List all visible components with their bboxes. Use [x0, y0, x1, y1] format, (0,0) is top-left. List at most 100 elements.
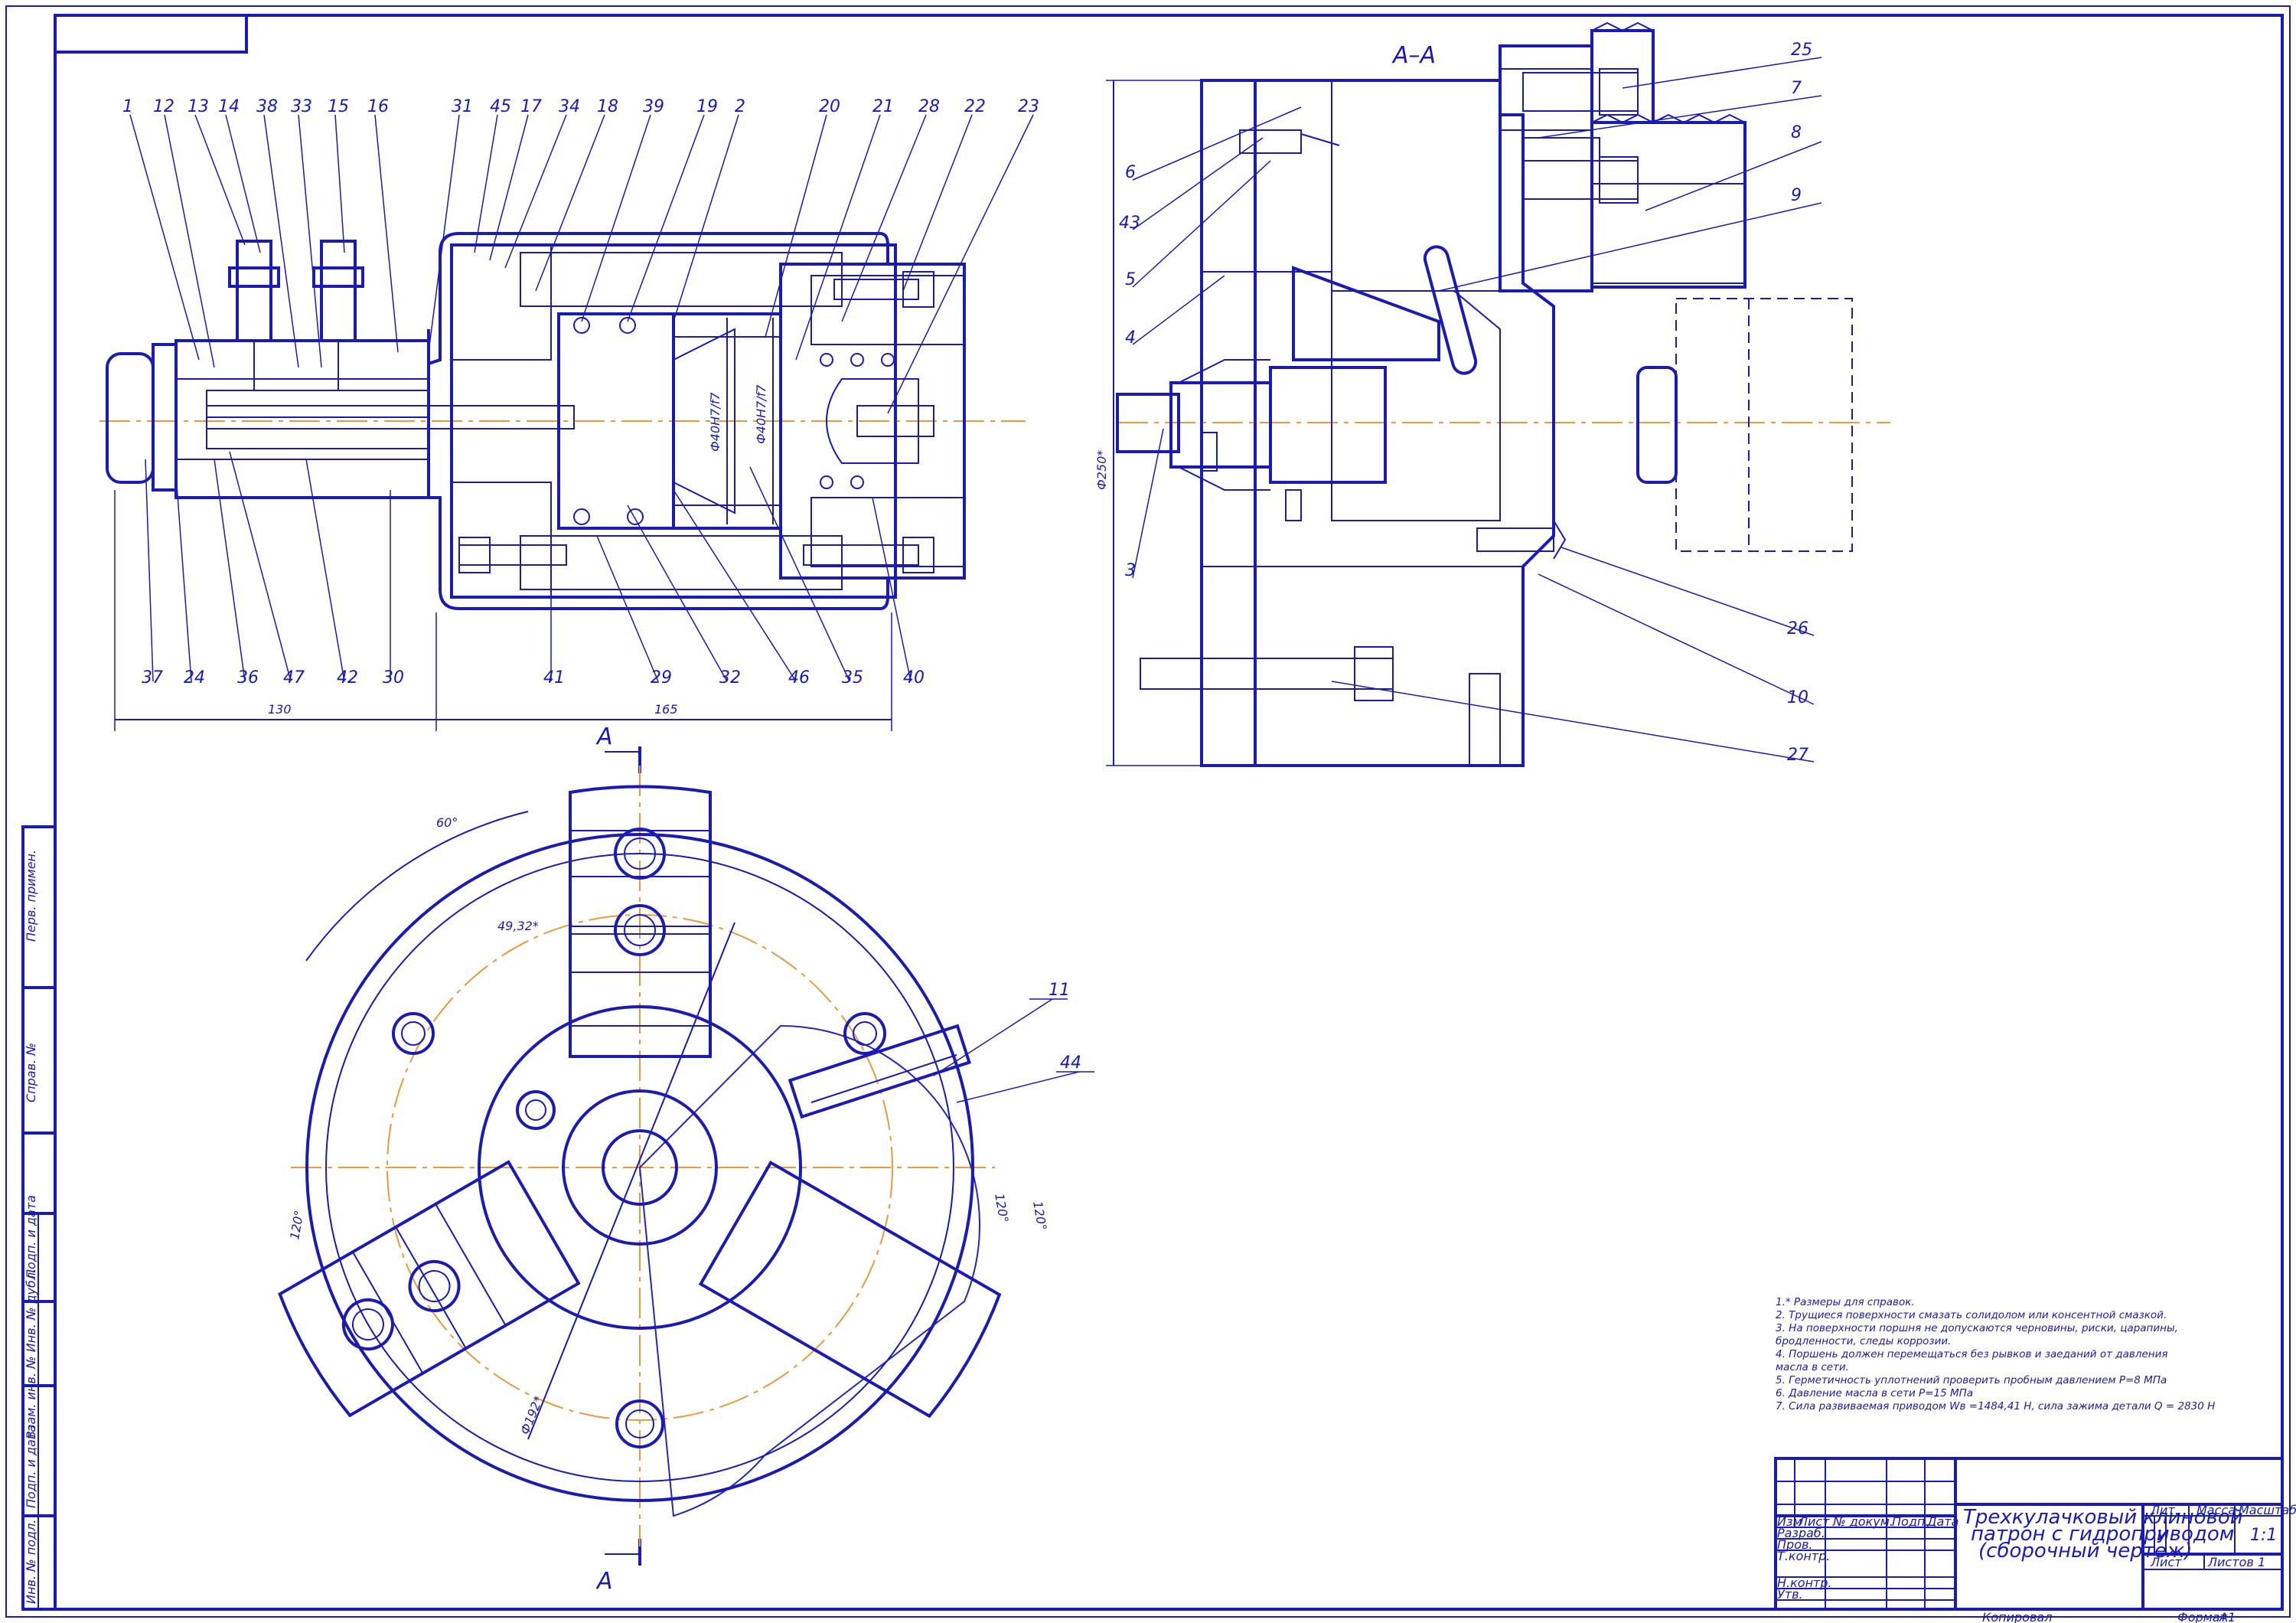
workpiece [1675, 298, 1853, 552]
svg-text:патрон с гидроприводом: патрон с гидроприводом [1971, 1523, 2234, 1546]
svg-text:2: 2 [735, 97, 745, 116]
stamp-sprav: Справ. № [24, 1043, 38, 1102]
plunger-11 [788, 1024, 971, 1119]
fitting-33 [320, 240, 357, 342]
outer-frame [5, 5, 2291, 1618]
svg-text:8: 8 [1791, 123, 1802, 142]
svg-text:37: 37 [142, 668, 163, 687]
svg-text:19: 19 [696, 97, 718, 116]
cylinder-body [450, 243, 897, 599]
wedge-9 [1292, 266, 1440, 361]
svg-text:Пров.: Пров. [1777, 1537, 1813, 1552]
svg-text:42: 42 [337, 668, 358, 687]
dim-120-b: 120° [992, 1192, 1011, 1223]
svg-text:(сборочный чертеж): (сборочный чертеж) [1978, 1540, 2192, 1563]
right-cover [779, 263, 966, 580]
svg-text:33: 33 [291, 97, 312, 116]
svg-text:25: 25 [1791, 41, 1812, 60]
svg-text:1.* Размеры для справок.: 1.* Размеры для справок. [1776, 1296, 1915, 1308]
svg-text:Масса: Масса [2197, 1503, 2236, 1517]
drawing-frame [54, 14, 2284, 1611]
svg-text:23: 23 [1018, 97, 1039, 116]
svg-text:12: 12 [153, 97, 174, 116]
top-leaders [129, 114, 1034, 414]
svg-text:43: 43 [1119, 214, 1140, 233]
svg-text:15: 15 [328, 97, 349, 116]
svg-text:Изм: Изм [1777, 1514, 1802, 1529]
dim-120-a: 120° [287, 1209, 306, 1240]
svg-text:4. Поршень должен перемещаться: 4. Поршень должен перемещаться без рывко… [1776, 1348, 2168, 1360]
svg-text:Формат: Формат [2177, 1610, 2228, 1623]
svg-text:47: 47 [283, 668, 305, 687]
stamp-inv-podl: Инв. № подл. [24, 1520, 38, 1604]
chuck-section-aa: А–А [1094, 21, 1890, 767]
dim-165: 165 [654, 702, 678, 717]
svg-text:20: 20 [819, 97, 840, 116]
title-block: Изм Лист № докум. Подп. Дата Разраб. Про… [1774, 1457, 2296, 1623]
dim-120-c: 120° [1030, 1200, 1049, 1231]
svg-text:11: 11 [1049, 981, 1070, 1000]
section-mark-top: А [595, 723, 613, 750]
svg-text:28: 28 [918, 97, 940, 116]
svg-text:16: 16 [367, 97, 389, 116]
svg-text:7: 7 [1791, 79, 1802, 98]
center-bore [602, 1129, 678, 1206]
svg-text:1: 1 [122, 97, 133, 116]
svg-text:6: 6 [1125, 163, 1136, 182]
svg-text:10: 10 [1787, 688, 1808, 707]
svg-text:масла в сети.: масла в сети. [1776, 1361, 1849, 1373]
svg-text:46: 46 [788, 668, 810, 687]
dim-60: 60° [436, 815, 458, 830]
rod [206, 405, 575, 429]
dim-250: Ф250* [1094, 450, 1109, 490]
section-title: А–А [1391, 42, 1436, 69]
jaw-top [569, 785, 712, 1058]
svg-text:1: 1 [2258, 1555, 2265, 1569]
svg-text:40: 40 [903, 668, 925, 687]
labels-left-top: 1 12 13 14 38 33 15 16 31 45 17 34 18 39… [122, 97, 1039, 116]
svg-text:Масштаб: Масштаб [2239, 1503, 2296, 1517]
bottom-leaders [145, 451, 912, 682]
svg-text:41: 41 [543, 668, 565, 687]
jaw-8 [1590, 121, 1746, 289]
fit-dim-1: Ф40H7/f7 [708, 392, 722, 452]
screw-26 [1476, 527, 1554, 552]
dim-192: Ф192* [517, 1394, 546, 1437]
svg-text:Н.контр.: Н.контр. [1777, 1576, 1832, 1590]
svg-text:Лист: Лист [1798, 1514, 1830, 1529]
svg-text:Утв.: Утв. [1777, 1587, 1803, 1602]
svg-text:Лит.: Лит. [2150, 1503, 2179, 1517]
svg-text:Дата: Дата [1926, 1514, 1958, 1529]
svg-text:17: 17 [520, 97, 542, 116]
labels-left-bottom: 37 24 36 47 42 30 41 29 32 46 35 40 [142, 668, 925, 687]
bolt-40 [803, 544, 919, 566]
svg-text:Т.контр.: Т.контр. [1777, 1549, 1830, 1563]
adapter-3 [1116, 393, 1180, 453]
svg-text:6. Давление масла в сети P=15: 6. Давление масла в сети P=15 МПа [1776, 1387, 1973, 1399]
svg-text:9: 9 [1791, 186, 1802, 205]
dim-130: 130 [268, 702, 292, 717]
svg-text:30: 30 [383, 668, 404, 687]
stamp-podp-data-1: Подп. и дата [24, 1195, 38, 1278]
svg-text:Лист: Лист [2150, 1555, 2182, 1569]
dim-49: 49,32* [497, 919, 539, 933]
stamp-podp-data-2: Подп. и дата [24, 1425, 38, 1508]
chuck-outer [305, 833, 974, 1502]
svg-text:35: 35 [842, 668, 863, 687]
svg-text:32: 32 [719, 668, 741, 687]
svg-text:45: 45 [490, 97, 511, 116]
svg-text:5. Герметичность уплотнений пр: 5. Герметичность уплотнений проверить пр… [1776, 1374, 2167, 1386]
svg-text:5: 5 [1125, 270, 1136, 289]
jaw-carrier-7 [1499, 44, 1593, 292]
svg-text:Разраб.: Разраб. [1777, 1526, 1825, 1540]
svg-text:4: 4 [1125, 328, 1136, 348]
svg-text:2. Трущиеся поверхности смазат: 2. Трущиеся поверхности смазать солидоло… [1776, 1309, 2167, 1321]
svg-text:A1: A1 [2219, 1610, 2236, 1623]
svg-text:7. Сила развиваемая приводом W: 7. Сила развиваемая приводом Wв =1484,41… [1776, 1400, 2215, 1412]
top-corner-box [54, 14, 248, 54]
hydraulic-drive-section: Ф40H7/f7 Ф40H7/f7 [99, 114, 1034, 731]
svg-text:22: 22 [964, 97, 986, 116]
svg-text:24: 24 [184, 668, 205, 687]
stamp-perv-primen: Перв. примен. [24, 850, 38, 942]
svg-text:Листов: Листов [2207, 1555, 2254, 1569]
